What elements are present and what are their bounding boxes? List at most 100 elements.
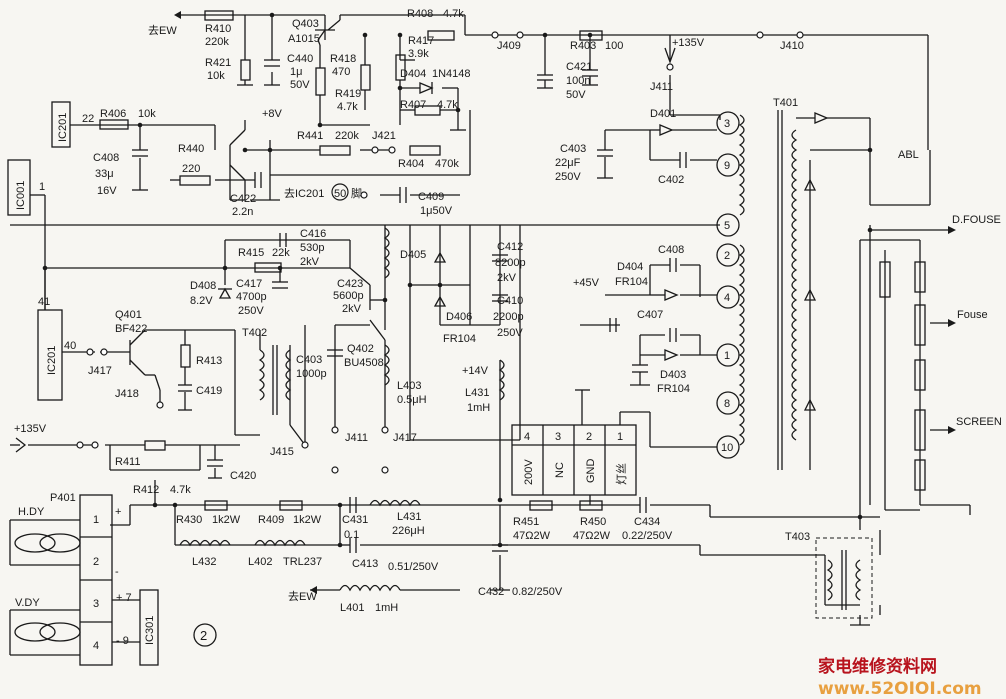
d401-network xyxy=(597,129,717,179)
label-ic301: IC301 xyxy=(144,616,156,645)
watermark: 家电维修资料网 www.52OIOI.com xyxy=(818,656,982,699)
label-c423-v2: 2kV xyxy=(342,303,362,315)
hv-diode-3 xyxy=(803,288,817,301)
label-c431: C431 xyxy=(342,514,368,526)
label-c417: C417 xyxy=(236,278,262,290)
t401-pin-4: 4 xyxy=(724,292,730,304)
label-l432: L432 xyxy=(192,556,216,568)
label-plus-135v-mid: +135V xyxy=(14,423,47,435)
label-r413: R413 xyxy=(196,355,222,367)
label-q401-type: BF422 xyxy=(115,323,147,335)
t403-transformer xyxy=(815,537,873,619)
label-r450-value: 47Ω2W xyxy=(573,530,611,542)
label-c403-top-v2: 250V xyxy=(555,171,581,183)
label-j421: J421 xyxy=(372,130,396,142)
label-l431-bottom: L431 xyxy=(397,511,421,523)
label-r417-value: 3.9k xyxy=(408,48,429,60)
label-r417: R417 xyxy=(408,35,434,47)
label-j411-mid: J411 xyxy=(345,432,368,444)
pin50-circle xyxy=(331,183,349,201)
d404-top-diode xyxy=(419,82,434,94)
watermark-text: 家电维修资料网 xyxy=(818,656,937,677)
screen-arrow xyxy=(948,426,956,434)
label-d401: D401 xyxy=(650,108,676,120)
label-circled-2: 2 xyxy=(200,628,207,643)
r421-resistor xyxy=(240,59,251,81)
label-c412-v1: 8200p xyxy=(495,257,526,269)
label-c410: C410 xyxy=(497,295,523,307)
label-q403-type: A1015 xyxy=(288,33,320,45)
label-r418-value: 470 xyxy=(332,66,350,78)
d401-diode xyxy=(659,124,674,136)
dfouse-arrow xyxy=(948,226,956,234)
label-l402: L402 xyxy=(248,556,272,568)
t401-pin-2: 2 xyxy=(724,250,730,262)
d408-zener xyxy=(218,287,232,299)
label-t402: T402 xyxy=(242,327,267,339)
r408-resistor xyxy=(427,30,455,41)
label-r408: R408 xyxy=(407,8,433,20)
ground-symbols-top xyxy=(237,84,598,131)
label-c412-v2: 2kV xyxy=(497,272,517,284)
hdy-coil-a xyxy=(14,533,56,553)
label-r403-value: 100 xyxy=(605,40,623,52)
arrow-left-top xyxy=(174,11,181,19)
label-conn-pin-3: 3 xyxy=(93,598,99,610)
conn-num-2: 2 xyxy=(586,431,592,443)
label-conn-pin-1: 1 xyxy=(93,514,99,526)
r418-resistor xyxy=(315,67,326,96)
label-screen: SCREEN xyxy=(956,416,1002,428)
conn-name-nc: NC xyxy=(554,462,566,478)
label-c403-top-v1: 22μF xyxy=(555,157,581,169)
mid-upper-wires xyxy=(10,110,520,226)
label-d404-top: D404 xyxy=(400,68,426,80)
label-c407: C407 xyxy=(637,309,663,321)
label-l402-type: TRL237 xyxy=(283,556,322,568)
t401-pin-3: 3 xyxy=(724,118,730,130)
conn-num-4: 4 xyxy=(524,431,530,443)
r441-resistor xyxy=(319,145,351,156)
label-j418: J418 xyxy=(115,388,139,400)
t402-primary xyxy=(258,349,265,401)
label-c410-v1: 2200p xyxy=(493,311,524,323)
label-c417-v2: 250V xyxy=(238,305,264,317)
label-ic201-mid: IC201 xyxy=(46,346,58,375)
label-r406: R406 xyxy=(100,108,126,120)
label-r411: R411 xyxy=(115,456,140,468)
label-d405: D405 xyxy=(400,249,426,261)
label-c409: C409 xyxy=(418,191,444,203)
label-r407-value: 4.7k xyxy=(437,99,458,111)
label-r440-value: 220 xyxy=(182,163,200,175)
label-to-ew-top: 去EW xyxy=(148,24,177,37)
terminals-j421 xyxy=(360,146,396,199)
junction-dots-mid xyxy=(137,122,273,153)
label-c432: C432 xyxy=(478,586,504,598)
label-dfouse: D.FOUSE xyxy=(952,214,1001,226)
label-r441-value: 220k xyxy=(335,130,359,142)
label-hdy: H.DY xyxy=(18,506,45,518)
label-c422: C422 xyxy=(230,193,256,205)
label-ic201-top: IC201 xyxy=(57,113,69,142)
r419-resistor xyxy=(360,64,371,91)
label-c408-left-v1: 33μ xyxy=(95,168,114,180)
hv-wires xyxy=(44,224,720,500)
label-d404-type: 1N4148 xyxy=(432,68,471,80)
ic201-mid-box xyxy=(37,309,63,401)
label-c440-v1: 1μ xyxy=(290,66,302,78)
focus-resistor-chain xyxy=(879,261,926,491)
label-r404-value: 470k xyxy=(435,158,459,170)
hv-diode-1 xyxy=(814,112,829,124)
conn-name-gnd: GND xyxy=(585,459,597,484)
label-r415: R415 xyxy=(238,247,264,259)
label-r450: R450 xyxy=(580,516,606,528)
d404-right-diode xyxy=(664,289,679,301)
label-r412: R412 xyxy=(133,484,159,496)
label-d406: D406 xyxy=(446,311,472,323)
connector-pin-labels: 4 3 2 1 200V NC GND 灯丝 xyxy=(523,431,628,485)
c408-c407-caps xyxy=(609,258,677,342)
label-pin-word: 脚 xyxy=(351,186,362,200)
label-c417-v1: 4700p xyxy=(236,291,267,303)
label-c412: C412 xyxy=(497,241,523,253)
label-r409-value: 1k2W xyxy=(293,514,322,526)
